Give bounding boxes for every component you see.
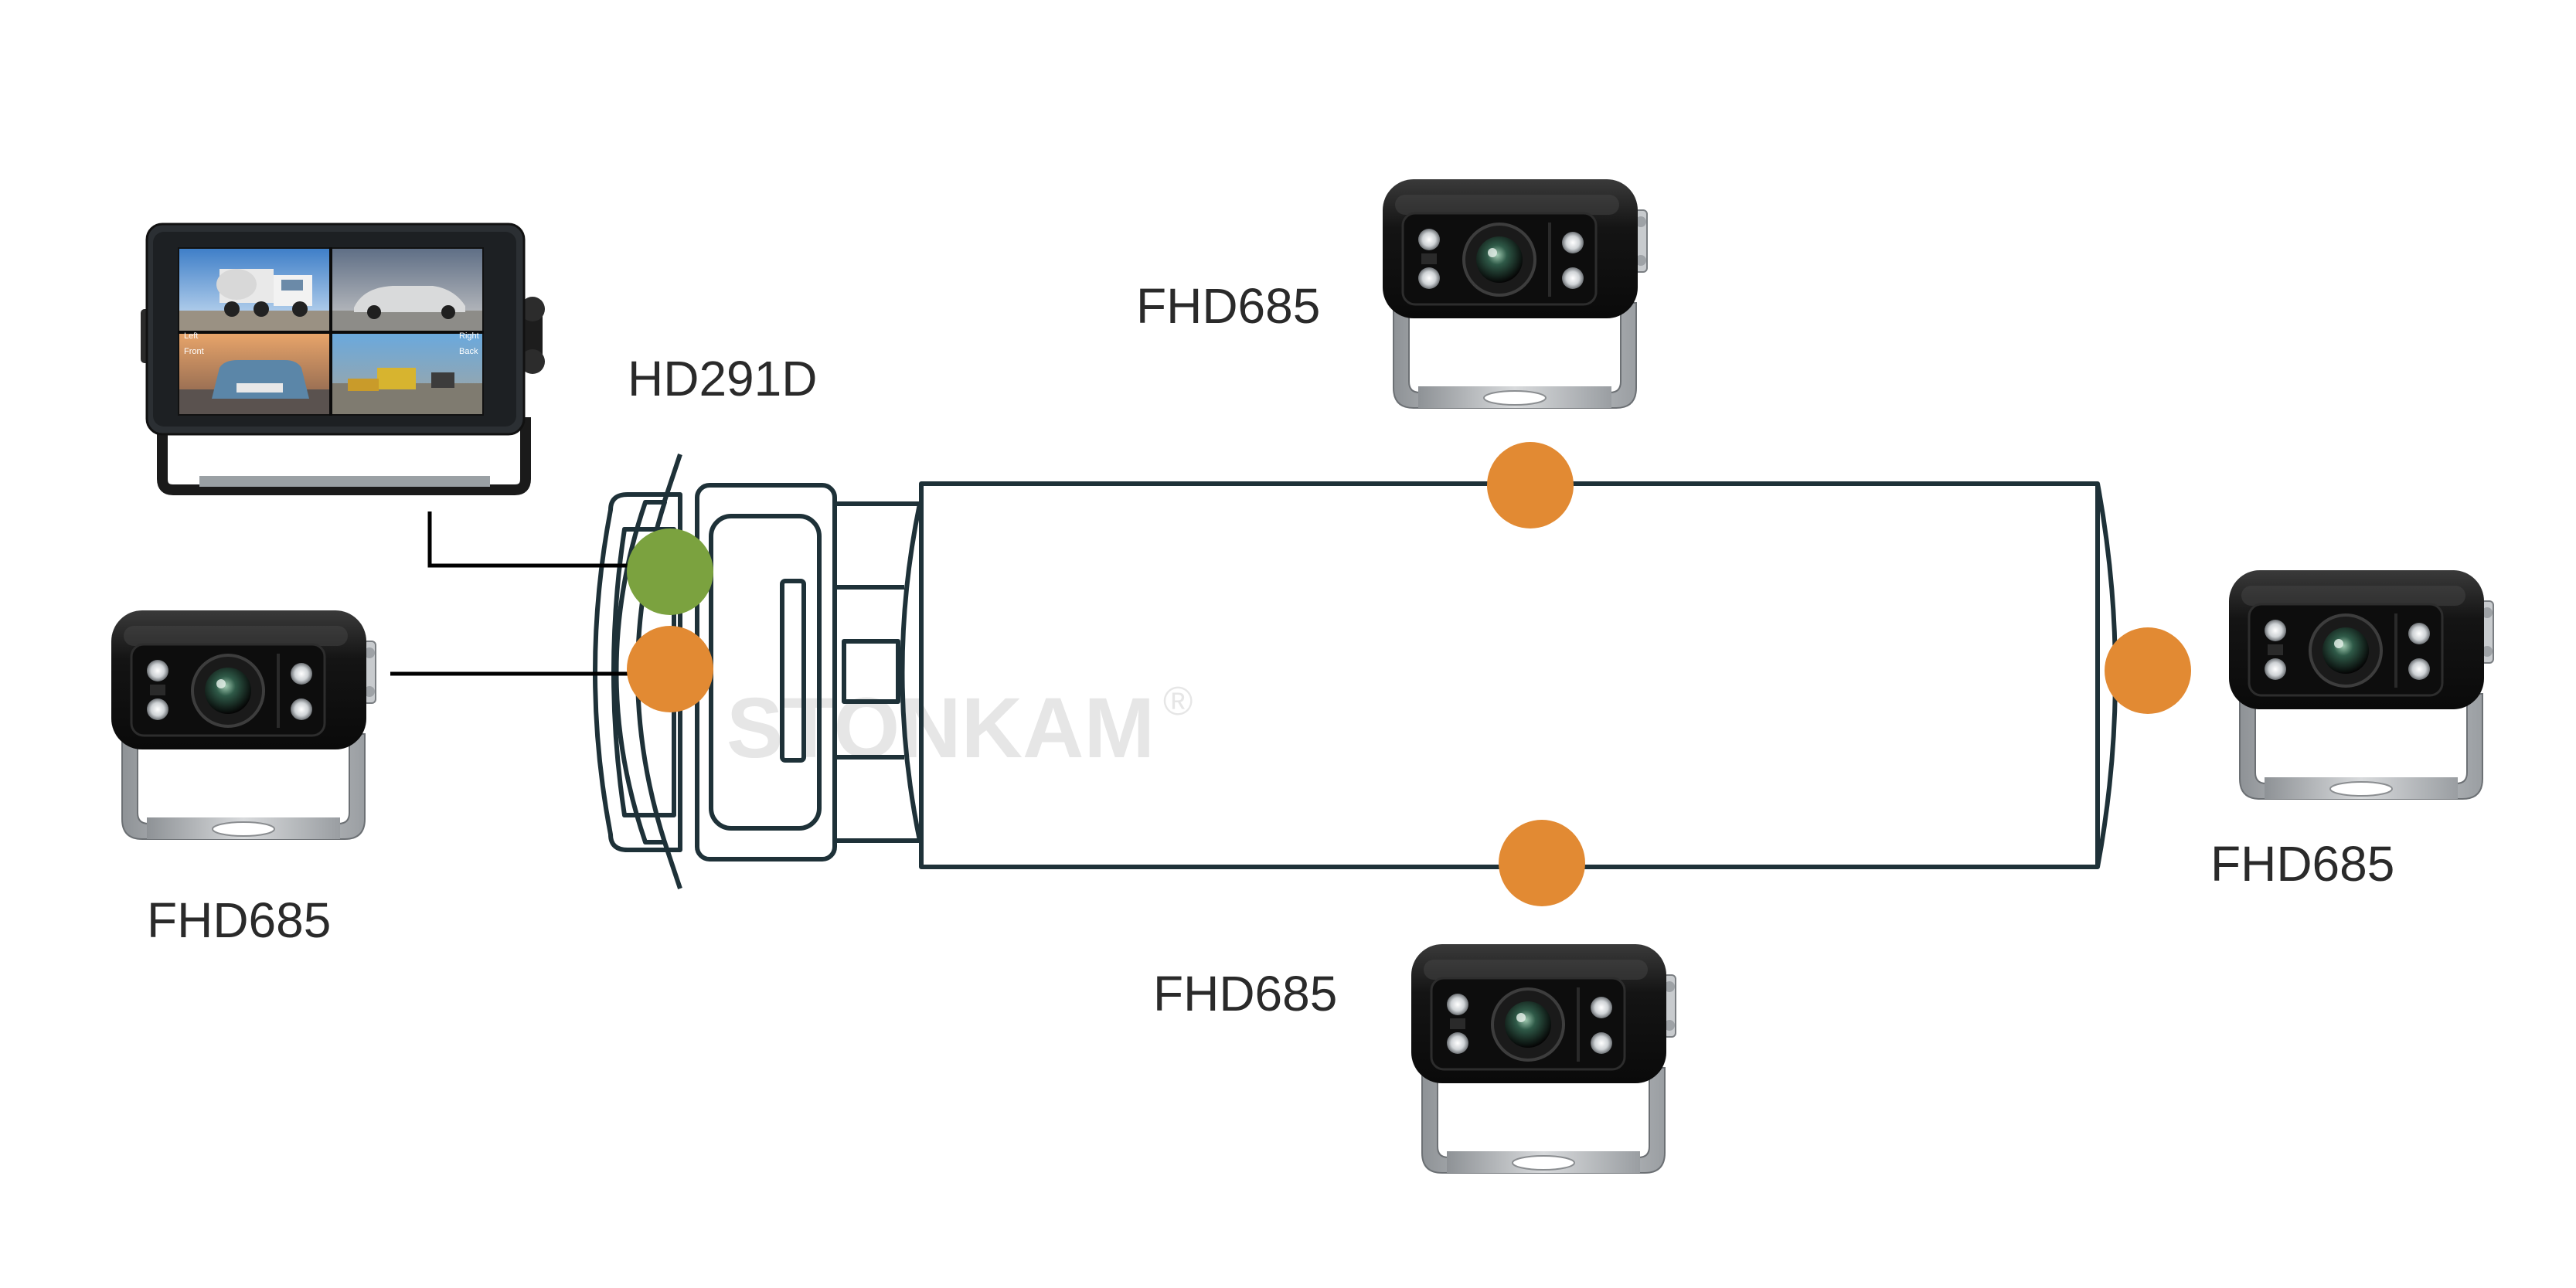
screen-label-front: Front: [184, 347, 204, 356]
screen-label-right: Right: [459, 331, 479, 341]
wiring: [390, 511, 630, 676]
camera-side-bottom: FHD685: [1153, 943, 1677, 1174]
side-top-camera-position-dot: [1487, 442, 1574, 528]
monitor-position-dot: [627, 528, 713, 615]
side-bottom-camera-position-dot: [1499, 820, 1585, 906]
vehicle-outline: [593, 454, 2118, 889]
camera-side-top-picture: [1381, 178, 1649, 410]
screen-label-back: Back: [459, 347, 478, 356]
camera-front-picture: [110, 609, 377, 841]
camera-rear-model-label: FHD685: [2210, 836, 2394, 892]
camera-front-model-label: FHD685: [147, 892, 331, 948]
rear-camera-position-dot: [2105, 627, 2191, 714]
position-markers: [627, 442, 2191, 906]
camera-front: FHD685: [110, 609, 377, 948]
camera-rear-picture: [2227, 569, 2495, 800]
monitor-model-label: HD291D: [628, 351, 817, 406]
camera-side-bottom-model-label: FHD685: [1153, 966, 1337, 1021]
monitor-wire: [427, 511, 630, 568]
camera-side-top: FHD685: [1136, 178, 1649, 410]
camera-rear: FHD685: [2210, 569, 2495, 892]
monitor-screen: Left Right Front Back: [178, 247, 484, 416]
camera-side-bottom-picture: [1410, 943, 1677, 1174]
watermark-registered-mark: ®: [1163, 679, 1193, 724]
camera-side-top-model-label: FHD685: [1136, 278, 1320, 334]
front-camera-position-dot: [627, 626, 713, 712]
screen-label-left: Left: [184, 331, 198, 341]
monitor: Left Right Front Back: [141, 223, 545, 495]
